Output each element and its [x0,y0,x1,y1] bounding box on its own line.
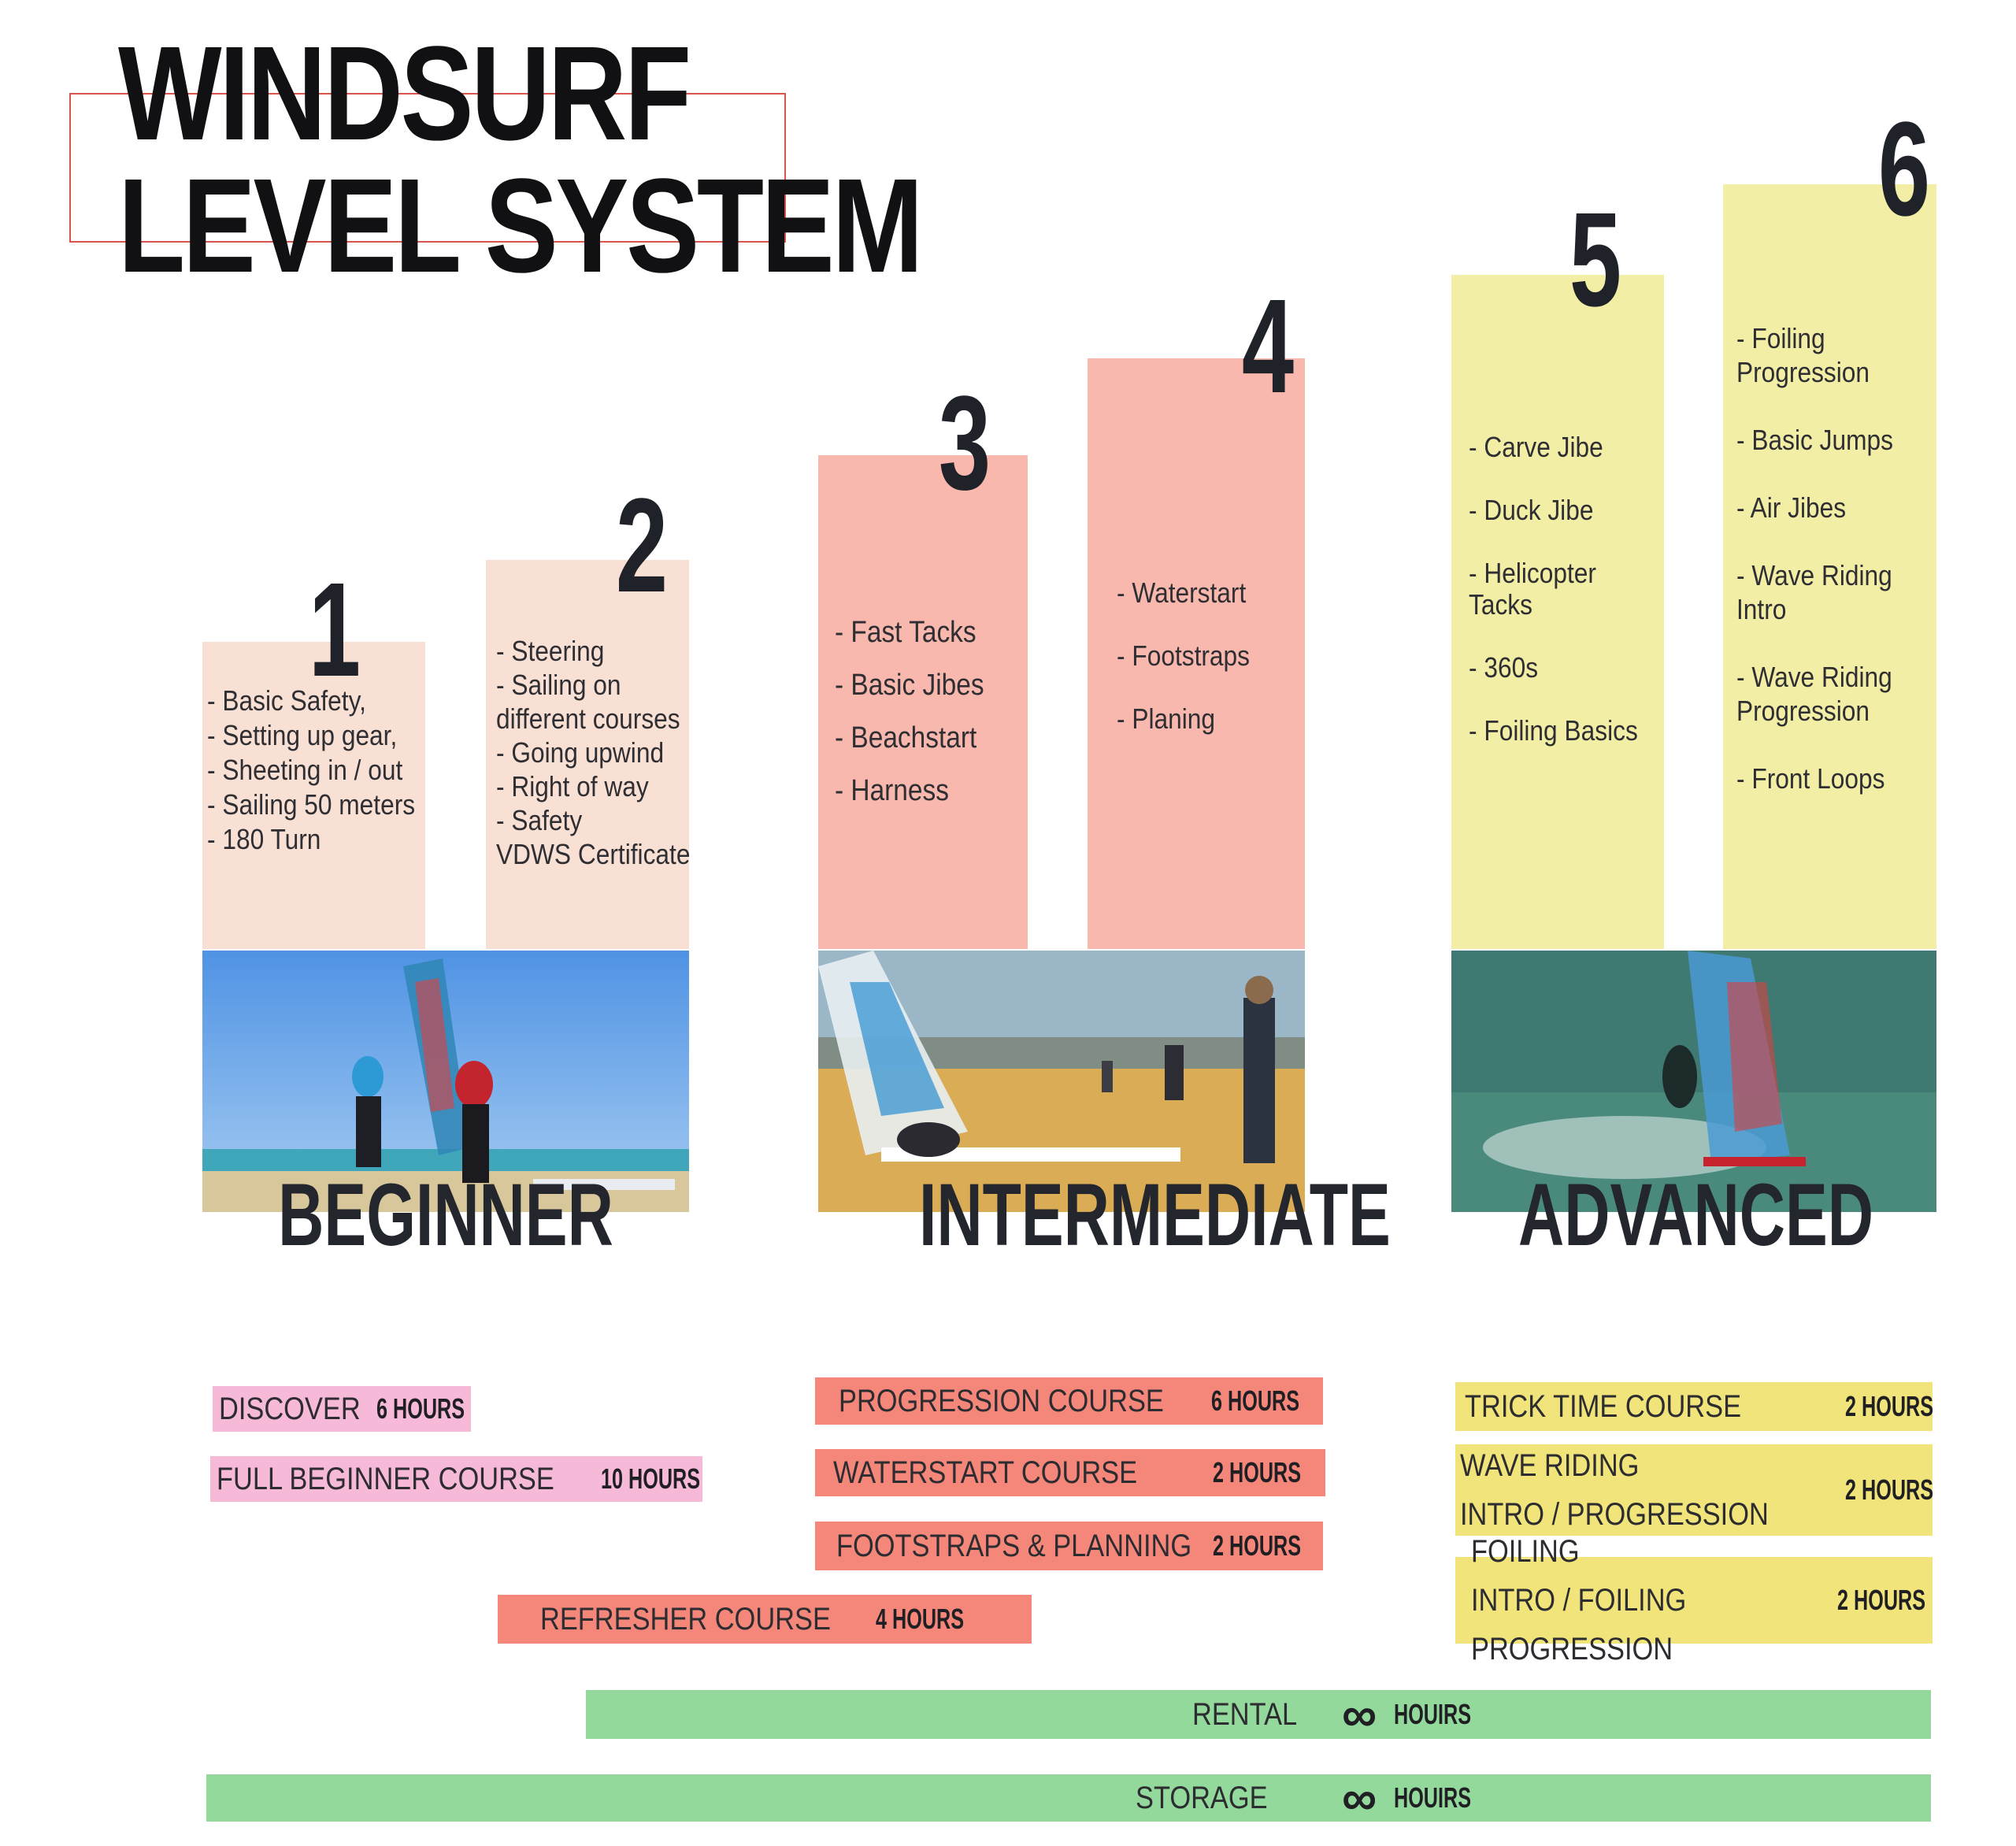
course-progression[interactable]: PROGRESSION COURSE 6 HOURS [815,1377,1323,1425]
level-6-bar [1723,184,1936,949]
service-rental-name: RENTAL [1192,1697,1298,1732]
category-intermediate: INTERMEDIATE [919,1166,1391,1264]
advanced-photo-image [1451,951,1936,1212]
level-2-number: 2 [615,471,669,621]
level-3-items: - Fast Tacks - Basic Jibes - Beachstart … [835,616,984,807]
intermediate-photo [818,951,1305,1212]
title-line-2: LEVEL SYSTEM [118,151,924,301]
course-trick-time[interactable]: TRICK TIME COURSE 2 HOURS [1455,1382,1933,1431]
title-highlight-box [69,93,786,243]
level-2-items: - Steering - Sailing on different course… [496,635,691,870]
category-beginner: BEGINNER [278,1166,613,1264]
level-2-bar [486,560,689,949]
course-progression-hours: 6 HOURS [1211,1384,1300,1417]
beginner-photo [202,951,689,1212]
service-storage-hours: HOUIRS [1394,1781,1472,1814]
course-refresher-name: REFRESHER COURSE [540,1602,831,1637]
level-1-bar [202,642,425,949]
course-footstraps[interactable]: FOOTSTRAPS & PLANNING 2 HOURS [815,1522,1323,1570]
course-full-beginner[interactable]: FULL BEGINNER COURSE 10 HOURS [210,1456,702,1502]
course-full-beginner-name: FULL BEGINNER COURSE [217,1462,554,1496]
course-foiling-name: FOILING INTRO / FOILING PROGRESSION [1471,1534,1687,1666]
level-6-number: 6 [1877,95,1931,244]
level-4-bar [1088,358,1305,949]
course-discover[interactable]: DISCOVER 6 HOURS [213,1386,471,1432]
category-advanced: ADVANCED [1518,1166,1874,1264]
title-line-1: WINDSURF [118,19,691,169]
level-3-number: 3 [938,369,991,518]
level-4-number: 4 [1241,272,1295,421]
infinity-icon: ∞ [1342,1687,1377,1742]
infinity-icon: ∞ [1342,1770,1377,1826]
level-6-items: - Foiling Progression - Basic Jumps - Ai… [1736,322,1893,795]
level-1-items: - Basic Safety, - Setting up gear, - She… [207,684,416,855]
service-storage-name: STORAGE [1136,1781,1268,1815]
service-storage[interactable]: STORAGE ∞ HOUIRS [206,1771,1931,1826]
course-waterstart-name: WATERSTART COURSE [833,1455,1138,1490]
course-foiling-hours: 2 HOURS [1837,1584,1926,1616]
course-footstraps-hours: 2 HOURS [1213,1529,1302,1562]
course-refresher-hours: 4 HOURS [876,1603,965,1635]
level-1-number: 1 [308,555,361,705]
course-refresher[interactable]: REFRESHER COURSE 4 HOURS [498,1595,1032,1644]
level-3-bar [818,455,1028,949]
beginner-photo-image [202,951,689,1212]
level-5-bar [1451,275,1664,949]
course-waterstart-hours: 2 HOURS [1213,1456,1302,1488]
intermediate-photo-image [818,951,1305,1212]
service-rental-hours: HOUIRS [1394,1698,1472,1730]
course-wave-riding[interactable]: WAVE RIDING INTRO / PROGRESSION 2 HOURS [1455,1444,1933,1536]
advanced-photo [1451,951,1936,1212]
course-full-beginner-hours: 10 HOURS [601,1462,701,1495]
page-title: WINDSURF LEVEL SYSTEM [118,19,924,301]
course-wave-riding-hours: 2 HOURS [1845,1473,1934,1506]
service-rental[interactable]: RENTAL ∞ HOUIRS [586,1688,1931,1742]
level-5-number: 5 [1569,185,1622,335]
course-trick-time-name: TRICK TIME COURSE [1465,1389,1742,1424]
course-discover-hours: 6 HOURS [376,1392,465,1425]
course-progression-name: PROGRESSION COURSE [839,1384,1164,1418]
course-wave-riding-name: WAVE RIDING INTRO / PROGRESSION [1460,1448,1769,1532]
course-foiling[interactable]: FOILING INTRO / FOILING PROGRESSION 2 HO… [1455,1534,1933,1666]
course-discover-name: DISCOVER [219,1392,361,1426]
course-footstraps-name: FOOTSTRAPS & PLANNING [836,1529,1192,1563]
level-5-items: - Carve Jibe - Duck Jibe - Helicopter Ta… [1469,431,1638,747]
level-4-items: - Waterstart - Footstraps - Planing [1117,576,1251,735]
course-waterstart[interactable]: WATERSTART COURSE 2 HOURS [815,1449,1325,1496]
course-trick-time-hours: 2 HOURS [1845,1390,1934,1422]
